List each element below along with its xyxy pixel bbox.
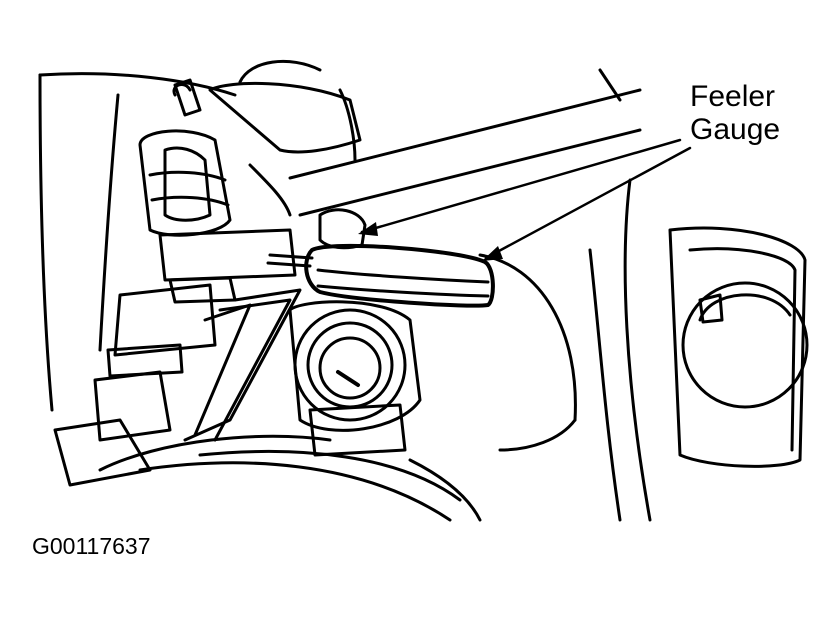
bellows-ring-1 [148, 170, 227, 182]
callout-label-line2: Gauge [690, 113, 781, 146]
bracket-block [158, 228, 297, 282]
column-shaft-cap [598, 68, 622, 102]
lower-sweep-1 [138, 461, 452, 522]
housing-bracket [173, 78, 202, 117]
linkage-strip-3 [193, 303, 252, 437]
cluster-inner [688, 247, 797, 452]
callout-arrow-2-line [484, 146, 692, 260]
left-panel-edge [38, 73, 54, 412]
bracket-block-lower [168, 276, 237, 304]
ignition-cylinder-outer [293, 308, 407, 422]
switch-lower-plate [308, 403, 407, 457]
dash-panel-vertical [498, 418, 577, 452]
column-curve [238, 59, 322, 84]
linkage-strip-1 [183, 288, 302, 442]
dash-right-edge-1 [623, 178, 652, 522]
left-bracket [113, 283, 217, 357]
column-cover-lower [248, 163, 292, 217]
linkage-strip-2 [213, 298, 292, 442]
dash-panel-curve [478, 253, 577, 422]
mount-bolt [172, 83, 192, 97]
left-panel-inner-edge [98, 93, 120, 352]
left-bracket-lower [93, 370, 172, 442]
feeler-gauge-blade-2 [266, 261, 312, 268]
dash-right-edge-2 [588, 248, 622, 522]
cluster-bezel [668, 226, 807, 468]
column-upper-housing [208, 81, 362, 154]
gauge-dial-arc [698, 293, 792, 322]
gauge-dial [681, 281, 809, 409]
left-bracket-tab [106, 343, 184, 378]
callout-arrow-1-line [360, 138, 682, 234]
feeler-gauge-edge-1 [316, 268, 490, 284]
feeler-gauge-blade [268, 253, 314, 260]
lower-sweep-2 [198, 449, 462, 502]
column-shaft-top [288, 88, 642, 180]
callout-label: Feeler Gauge [690, 80, 780, 146]
lock-pin [318, 208, 367, 250]
upper-left-arc [38, 72, 237, 97]
bellows-inner [163, 146, 212, 222]
lower-sweep-3 [408, 458, 482, 522]
column-shaft-bottom [298, 128, 642, 217]
callout-arrow-1-head [358, 222, 378, 236]
lower-left-curve [98, 434, 332, 472]
callout-label-line1: Feeler [690, 80, 776, 113]
column-cover-edge [338, 88, 357, 162]
feeler-gauge-body [304, 243, 495, 308]
figure-id: G00117637 [32, 533, 151, 559]
callout-arrow-2-head [482, 246, 503, 261]
gauge-needle-mount [698, 293, 724, 324]
key-slot [336, 370, 360, 387]
bellows-ring-2 [150, 195, 230, 207]
lower-left-component [53, 418, 152, 487]
switch-housing [288, 300, 422, 432]
ignition-cylinder-face [318, 336, 382, 400]
feeler-gauge-edge-2 [316, 284, 490, 298]
